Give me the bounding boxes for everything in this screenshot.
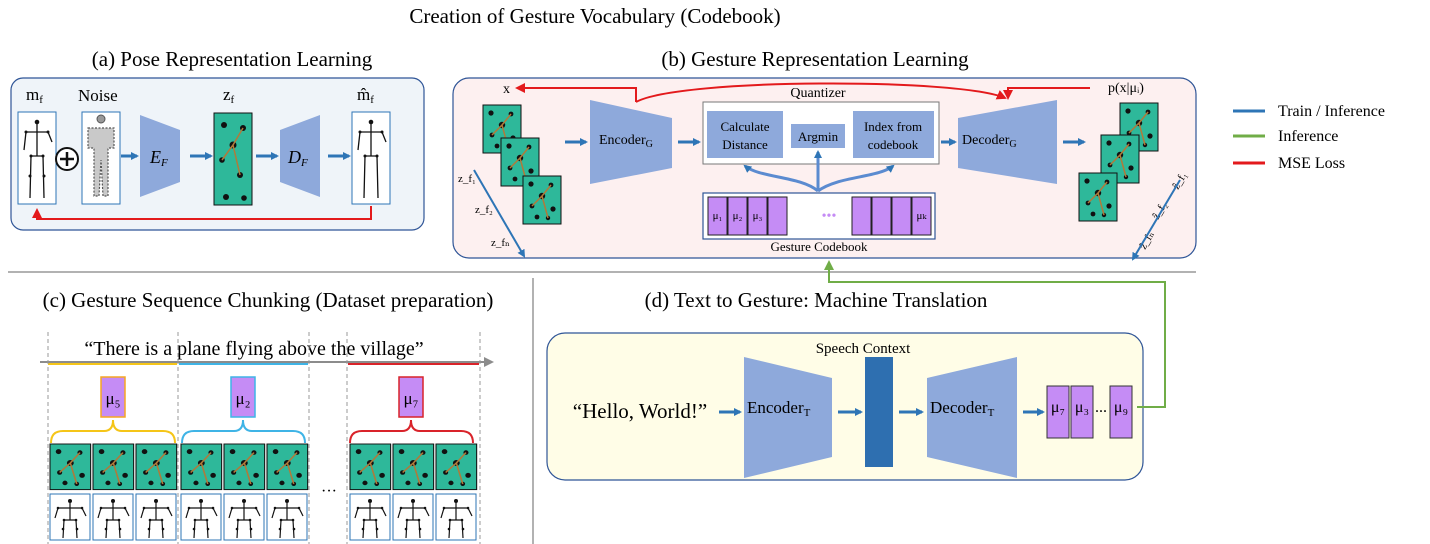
svg-text:μ₇: μ₇ xyxy=(403,389,418,408)
svg-text:EF: EF xyxy=(149,147,168,169)
z-input-labels: z_f₁ z_f₂ z_fₙ xyxy=(458,173,510,249)
p-label: p(x|μᵢ) xyxy=(1108,81,1144,96)
mse-loss-arrow-b-p xyxy=(1003,87,1090,100)
m-f-label: m xyxy=(26,85,39,104)
chunk-ellipsis: ··· xyxy=(321,483,337,500)
output-token-mu9: μ₉ xyxy=(1109,385,1133,439)
decoder-f-block: DF xyxy=(280,115,320,197)
legend: Train / Inference Inference MSE Loss xyxy=(1233,103,1385,172)
encoder-f-block: EF xyxy=(140,115,180,197)
mse-loss-arrow-a xyxy=(32,206,372,220)
input-seq-arrow xyxy=(473,169,526,258)
codebook-cells: μ₁ μ₂ μ₃ μₖ xyxy=(707,196,932,236)
svg-text:μ₃: μ₃ xyxy=(1075,399,1089,416)
output-seq-arrow xyxy=(1131,179,1181,261)
codebook-cell xyxy=(727,196,748,236)
svg-text:Inference: Inference xyxy=(1278,128,1338,145)
codebook-cell-label: μₖ xyxy=(917,210,928,222)
calc-distance-box: Calculate Distance xyxy=(707,111,783,158)
svg-text:Index from: Index from xyxy=(864,119,922,134)
codebook-cell xyxy=(767,196,788,236)
encoder-t-block: EncoderT xyxy=(744,357,832,478)
codebook-ellipsis: ••• xyxy=(822,209,837,224)
chunk-stick-frames xyxy=(49,493,477,541)
output-token-mu7: μ₇ xyxy=(1046,385,1070,439)
svg-text:μ₇: μ₇ xyxy=(1051,399,1065,416)
svg-text:μ₅: μ₅ xyxy=(105,389,120,408)
panel-a-labels: mf Noise zf m̂f xyxy=(26,85,374,106)
svg-text:MSE Loss: MSE Loss xyxy=(1278,155,1345,172)
codebook-cell-label: μ₁ xyxy=(713,210,723,222)
quantizer-label: Quantizer xyxy=(790,86,846,101)
codebook-cell xyxy=(747,196,768,236)
chunk-braces xyxy=(50,419,474,444)
section-b-title: (b) Gesture Representation Learning xyxy=(661,47,969,71)
svg-text:Train / Inference: Train / Inference xyxy=(1278,103,1385,120)
z-f-label: z xyxy=(223,85,231,104)
chunk-token-mu2: μ₂ xyxy=(230,376,256,418)
section-a-title: (a) Pose Representation Learning xyxy=(92,47,373,71)
output-token-mu3: μ₃ xyxy=(1070,385,1094,439)
codebook-label: Gesture Codebook xyxy=(770,239,868,254)
svg-text:Argmin: Argmin xyxy=(798,129,839,144)
pose-output-figure xyxy=(351,111,391,205)
svg-text:zf: zf xyxy=(223,85,235,106)
svg-text:z_fₙ: z_fₙ xyxy=(491,237,510,249)
mse-loss-arrow-b-left xyxy=(635,82,1007,103)
diagram-title: Creation of Gesture Vocabulary (Codebook… xyxy=(409,4,780,28)
codebook-cell xyxy=(851,196,872,236)
input-text: “Hello, World!” xyxy=(573,399,707,423)
index-codebook-box: Index from codebook xyxy=(853,111,934,158)
section-c-title: (c) Gesture Sequence Chunking (Dataset p… xyxy=(43,288,494,312)
chunk-token-mu7: μ₇ xyxy=(398,376,424,418)
svg-text:DF: DF xyxy=(287,147,308,169)
codebook-cell-label: μ₂ xyxy=(733,210,743,222)
inference-arrow xyxy=(824,260,1166,408)
plus-icon xyxy=(55,147,79,171)
chunk-teal-frames xyxy=(49,443,478,491)
svg-text:μ₂: μ₂ xyxy=(235,389,250,408)
codebook-cell-label: μ₃ xyxy=(753,210,763,222)
codebook-lookup-arrows xyxy=(743,150,895,193)
chunk-token-mu5: μ₅ xyxy=(100,376,126,418)
svg-text:z_f₂: z_f₂ xyxy=(475,204,493,216)
noise-label: Noise xyxy=(78,86,118,105)
svg-text:mf: mf xyxy=(26,85,43,106)
codebook-cell xyxy=(707,196,728,236)
x-label: x xyxy=(503,82,510,97)
speech-context-label: Speech Context xyxy=(816,341,911,357)
svg-text:DecoderG: DecoderG xyxy=(962,133,1017,150)
argmin-box: Argmin xyxy=(791,124,845,148)
noise-figure xyxy=(81,111,121,205)
svg-text:codebook: codebook xyxy=(868,137,919,152)
encoder-g-block: EncoderG xyxy=(590,100,672,184)
decoder-t-block: DecoderT xyxy=(927,357,1017,478)
latent-pose-card xyxy=(213,112,253,206)
section-d-title: (d) Text to Gesture: Machine Translation xyxy=(645,288,988,312)
codebook-cell xyxy=(911,196,932,236)
pose-input-figure xyxy=(17,111,57,205)
svg-text:μ₉: μ₉ xyxy=(1114,399,1128,416)
svg-text:Distance: Distance xyxy=(722,137,768,152)
mse-loss-arrow-b-x xyxy=(515,83,637,102)
svg-text:EncoderG: EncoderG xyxy=(599,133,653,150)
codebook-cell xyxy=(891,196,912,236)
sentence: “There is a plane flying above the villa… xyxy=(84,338,423,360)
svg-text:Calculate: Calculate xyxy=(720,119,769,134)
output-ellipsis: ... xyxy=(1095,399,1107,416)
svg-text:z_f₁: z_f₁ xyxy=(458,173,476,185)
svg-text:DecoderT: DecoderT xyxy=(930,398,995,419)
speech-context-bar xyxy=(865,357,893,467)
svg-text:EncoderT: EncoderT xyxy=(747,398,811,419)
m-hat-f-label: m̂ xyxy=(357,85,370,104)
chunk-boundaries xyxy=(47,332,481,544)
codebook-cell xyxy=(871,196,892,236)
svg-text:m̂f: m̂f xyxy=(357,85,374,106)
decoder-g-block: DecoderG xyxy=(958,100,1057,184)
